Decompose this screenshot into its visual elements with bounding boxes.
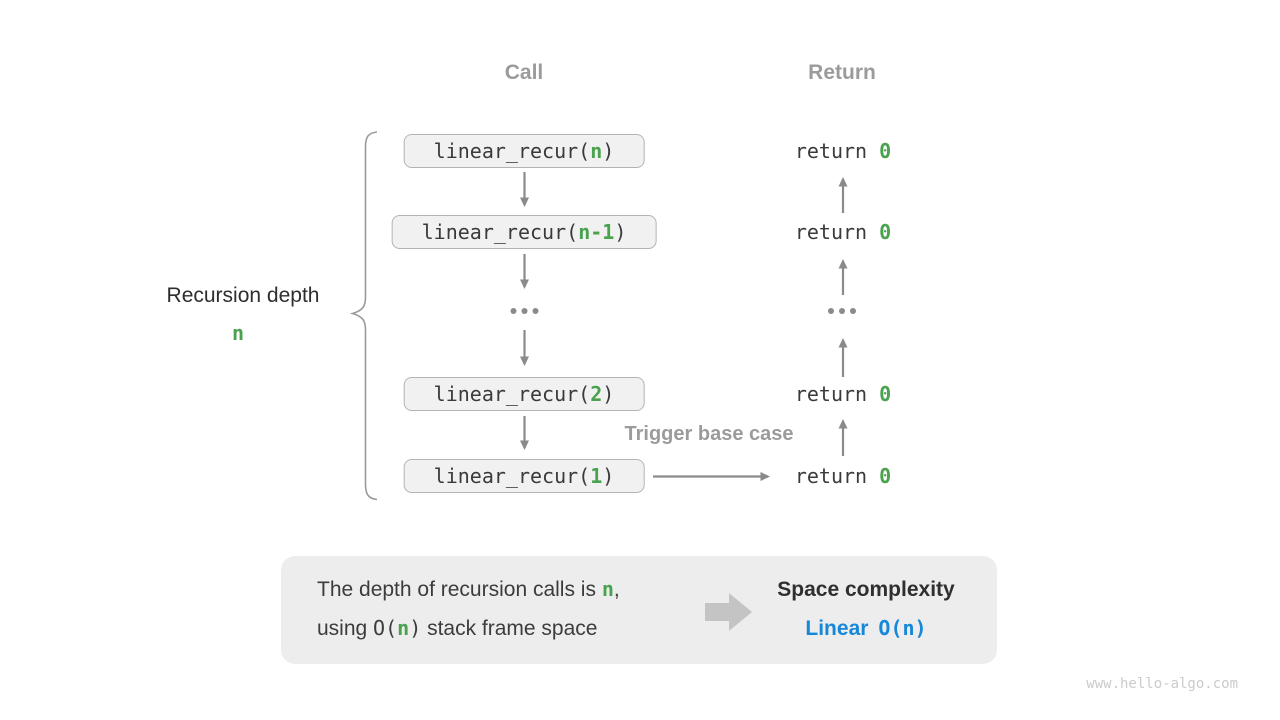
ellipsis-dots-return: [828, 308, 856, 314]
code-arg: n: [590, 139, 603, 163]
space-complexity-title: Space complexity: [777, 578, 955, 601]
code-text: return: [794, 382, 880, 406]
code-value: 0: [879, 139, 892, 163]
return-statement: return 0: [795, 219, 891, 245]
code-value: 0: [879, 382, 892, 406]
code-text: ): [602, 382, 615, 406]
code-text: return: [794, 139, 880, 163]
return-statement: return 0: [795, 463, 891, 489]
watermark: www.hello-algo.com: [1086, 676, 1238, 692]
code-value: 0: [879, 220, 892, 244]
code-arg: n: [601, 577, 614, 601]
code-text: ): [614, 220, 627, 244]
code-text: ): [602, 139, 615, 163]
code-text: linear_recur(: [433, 139, 591, 163]
depth-brace-icon: [349, 131, 378, 501]
recursion-depth-value: n: [231, 321, 245, 345]
return-statement: return 0: [795, 381, 891, 407]
complexity-big-o: O(n): [878, 616, 927, 640]
code-arg: n: [397, 616, 410, 640]
code-text: return: [794, 464, 880, 488]
trigger-base-case-label: Trigger base case: [624, 423, 794, 445]
summary-text: The depth of recursion calls is: [317, 578, 602, 601]
code-text: return: [794, 220, 880, 244]
call-frame-1: linear_recur(1): [403, 459, 645, 493]
code-text: linear_recur(: [421, 220, 579, 244]
summary-text: using: [317, 617, 374, 640]
call-frame-n-1: linear_recur(n-1): [391, 215, 657, 249]
summary-card: The depth of recursion calls is n, using…: [281, 556, 997, 664]
code-arg: n-1: [578, 220, 615, 244]
recursion-depth-label: Recursion depth: [166, 284, 320, 307]
complexity-value-line: Linear O(n): [777, 609, 954, 650]
code-arg: 2: [590, 382, 603, 406]
summary-line-1: The depth of recursion calls is n,: [317, 570, 620, 609]
code-text: linear_recur(: [433, 382, 591, 406]
code-text: O(: [373, 616, 398, 640]
call-frame-n: linear_recur(n): [403, 134, 645, 168]
call-column-header: Call: [504, 61, 544, 84]
code-value: 0: [879, 464, 892, 488]
code-arg: 1: [590, 464, 603, 488]
complexity-result: Space complexity Linear O(n): [777, 570, 954, 650]
summary-text: ,: [613, 578, 620, 601]
complexity-class-label: Linear: [805, 617, 869, 640]
summary-text: stack frame space: [421, 617, 598, 640]
code-text: ): [602, 464, 615, 488]
summary-description: The depth of recursion calls is n, using…: [317, 570, 620, 648]
call-frame-2: linear_recur(2): [403, 377, 645, 411]
return-statement: return 0: [795, 138, 891, 164]
summary-line-2: using O(n) stack frame space: [317, 609, 620, 648]
code-text: ): [409, 616, 422, 640]
implies-arrow-icon: [705, 593, 752, 631]
return-column-header: Return: [808, 61, 876, 84]
code-text: linear_recur(: [433, 464, 591, 488]
ellipsis-dots-call: [510, 308, 539, 314]
